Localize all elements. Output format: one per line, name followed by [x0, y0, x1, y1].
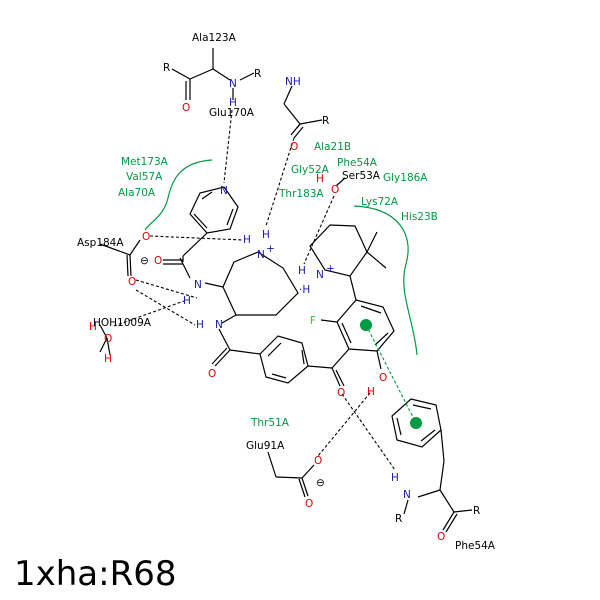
atom-o: O [142, 231, 150, 243]
atom-o: O [379, 372, 387, 384]
residue-label: Thr183A [278, 188, 324, 200]
pi-stacking-line [365, 324, 417, 424]
residue-label: Lys72A [361, 196, 399, 208]
residue-label: Phe54A [455, 540, 496, 552]
residue-labels-black: Ala123A Glu170A Asp184A HOH1009A Ser53A … [77, 32, 496, 552]
atom-n: N [257, 249, 265, 261]
atom-h: ·H [299, 284, 310, 296]
residue-label: Asp184A [77, 237, 124, 249]
atom-r: R [395, 513, 402, 525]
piperidine-ring [309, 224, 387, 301]
glu170a-fragment [283, 85, 323, 139]
residue-label: Phe54A [337, 157, 378, 169]
ala123a-fragment [171, 48, 255, 100]
atom-minus: ⊖ [316, 477, 325, 489]
hydrogen-bonds [113, 109, 396, 471]
residue-label: Glu170A [209, 107, 255, 119]
atom-n: N [194, 279, 202, 291]
atom-nh: NH [285, 76, 301, 88]
atom-h: H [183, 295, 191, 307]
residue-label: Gly52A [291, 164, 330, 176]
residue-label: Gly186A [383, 172, 428, 184]
atom-o: O [437, 531, 445, 543]
atom-h: H [196, 319, 204, 331]
atom-o: O [331, 184, 339, 196]
atom-r: R [254, 68, 261, 80]
atom-h: H [229, 97, 237, 109]
atom-h: H [298, 265, 306, 277]
atom-o: O [314, 455, 322, 467]
atom-o: O [128, 276, 136, 288]
atom-o: O [290, 141, 298, 153]
atom-h: H [89, 321, 97, 333]
benzoyl-linker [211, 328, 382, 387]
atom-minus: ⊖ [140, 255, 149, 267]
atom-o: O [208, 368, 216, 380]
amide-1 [163, 232, 208, 279]
atom-o: O [154, 255, 162, 267]
pyridine-ring [189, 186, 239, 234]
atom-h: H [367, 386, 375, 398]
azepane-ring [222, 251, 299, 316]
residue-label: Ala70A [118, 187, 156, 199]
atom-h: H [262, 229, 270, 241]
atom-h: H [104, 353, 112, 365]
atom-plus: + [326, 263, 335, 275]
fluorophenyl-ring [320, 299, 395, 352]
atom-n: N [403, 489, 411, 501]
atom-o: O [104, 333, 112, 345]
residue-labels-green: Met173A Val57A Ala70A Ala21B Phe54A Gly5… [118, 141, 438, 429]
atom-o: O [305, 498, 313, 510]
atom-o: O [337, 387, 345, 399]
residue-label: Val57A [126, 171, 163, 183]
atom-r: R [163, 62, 170, 74]
atom-r: R [473, 505, 480, 517]
residue-label: Ala123A [192, 32, 237, 44]
atom-labels: R O N R H NH R O N O ⊖ O O H H N + N H H… [89, 62, 480, 543]
hydrophobic-contacts [144, 159, 418, 356]
atom-n: N [229, 78, 237, 90]
residue-label: His23B [401, 211, 438, 223]
asp184a-fragment [99, 239, 141, 277]
atom-r: R [322, 115, 329, 127]
atom-f: F [310, 315, 316, 327]
atom-h: H [243, 234, 251, 246]
residue-label: Glu91A [246, 440, 285, 452]
glu91a-fragment [267, 451, 315, 498]
atom-n: N [215, 319, 223, 331]
atom-n: N [316, 269, 324, 281]
atom-h: H [391, 472, 399, 484]
atom-o: O [182, 102, 190, 114]
atom-n: N [220, 185, 228, 197]
residue-label: HOH1009A [93, 317, 152, 329]
diagram-title: 1xha:R68 [14, 554, 176, 594]
phe54a-phenyl [391, 398, 473, 533]
residue-label: Ala21B [314, 141, 351, 153]
residue-label: Met173A [121, 156, 169, 168]
atom-h: H [316, 173, 324, 185]
atom-plus: + [266, 243, 275, 255]
residue-label: Thr51A [250, 417, 290, 429]
residue-label: Ser53A [342, 170, 381, 182]
